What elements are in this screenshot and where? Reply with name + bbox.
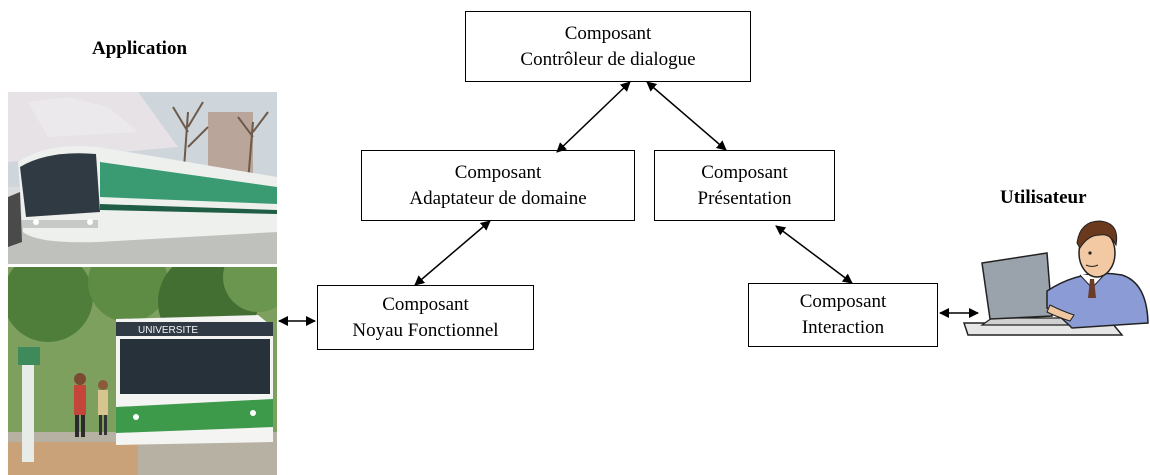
functional-core-name: Noyau Fonctionnel [352,319,499,341]
functional-core-title: Composant [382,293,469,315]
domain-adapter-box: Composant Adaptateur de domaine [361,150,635,221]
presentation-title: Composant [701,161,788,183]
arrow-dialogue-adapter [556,81,631,153]
bus-photo: UNIVERSITE [8,267,277,475]
interaction-name: Interaction [801,317,885,338]
presentation-box: Composant Présentation [654,150,835,221]
domain-adapter-name: Adaptateur de domaine [409,187,587,209]
utilisateur-label: Utilisateur [1000,187,1087,208]
application-label: Application [92,38,188,59]
arrow-presentation-interaction [775,225,853,284]
dialogue-controller-title: Composant [564,22,652,44]
arrow-adapter-core [414,220,491,286]
interaction-title: Composant [799,291,887,312]
user-clipart [962,213,1150,338]
bus-destination-sign: UNIVERSITE [138,325,198,336]
dialogue-controller-box: Composant Contrôleur de dialogue [465,11,751,82]
domain-adapter-title: Composant [454,161,542,183]
functional-core-box: Composant Noyau Fonctionnel [317,285,534,350]
presentation-name: Présentation [697,187,792,209]
arrow-dialogue-presentation [646,81,727,151]
dialogue-controller-name: Contrôleur de dialogue [520,48,696,70]
tram-photo [8,92,277,264]
interaction-box: Composant Interaction [748,283,938,347]
